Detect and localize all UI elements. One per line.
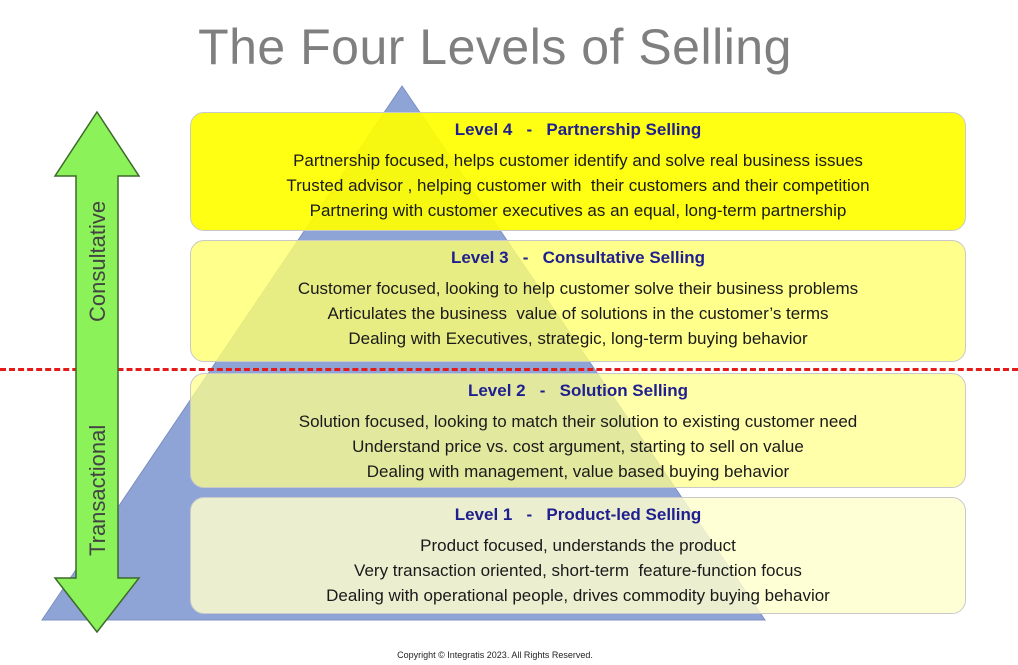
level-3-line: Articulates the business value of soluti…	[327, 304, 829, 323]
copyright-text: Copyright © Integratis 2023. All Rights …	[397, 650, 593, 660]
level-2-line: Dealing with management, value based buy…	[366, 462, 790, 481]
level-3-line: Dealing with Executives, strategic, long…	[348, 329, 808, 348]
consultative-label: Consultative	[85, 200, 110, 322]
level-1-line: Dealing with operational people, drives …	[326, 586, 830, 605]
page-title: The Four Levels of Selling	[198, 19, 792, 75]
consultative-transactional-divider	[0, 368, 1018, 371]
level-3-heading: Level 3 - Consultative Selling	[450, 248, 706, 267]
level-1-heading: Level 1 - Product-led Selling	[454, 505, 702, 524]
level-1-box: Level 1 - Product-led Selling Product fo…	[190, 497, 966, 614]
level-2-box: Level 2 - Solution Selling Solution focu…	[190, 373, 966, 488]
level-1-line: Very transaction oriented, short-term fe…	[354, 561, 802, 580]
level-3-box: Level 3 - Consultative Selling Customer …	[190, 240, 966, 362]
level-4-box: Level 4 - Partnership Selling Partnershi…	[190, 112, 966, 231]
level-4-line: Partnership focused, helps customer iden…	[293, 151, 863, 170]
level-2-heading: Level 2 - Solution Selling	[467, 381, 689, 400]
transactional-label: Transactional	[85, 424, 110, 556]
level-4-heading: Level 4 - Partnership Selling	[454, 120, 702, 139]
level-3-line: Customer focused, looking to help custom…	[297, 279, 859, 298]
level-4-line: Trusted advisor , helping customer with …	[286, 176, 870, 195]
level-4-line: Partnering with customer executives as a…	[309, 201, 847, 220]
level-2-line: Solution focused, looking to match their…	[298, 412, 858, 431]
level-1-line: Product focused, understands the product	[420, 536, 736, 555]
level-2-line: Understand price vs. cost argument, star…	[352, 437, 804, 456]
